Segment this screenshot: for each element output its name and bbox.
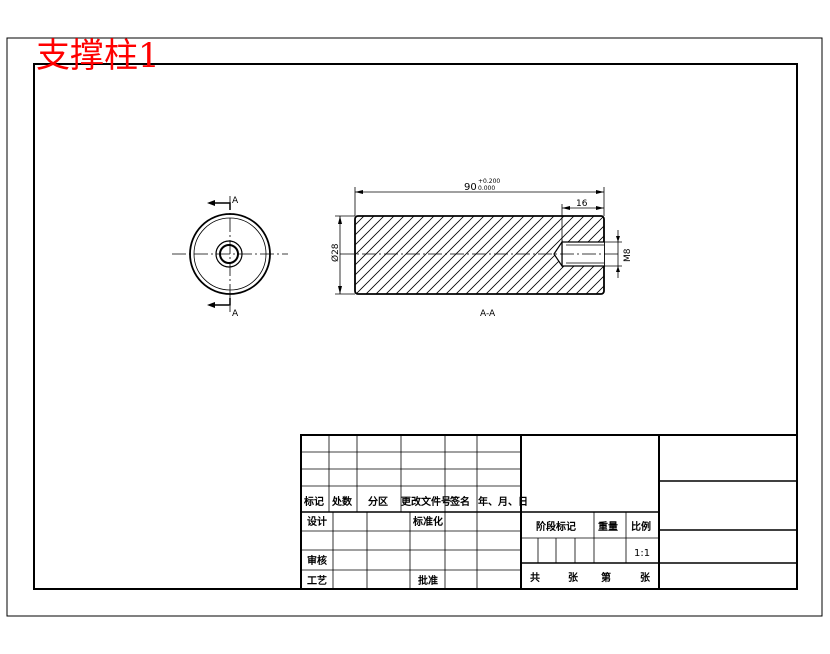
outer-border	[6, 37, 823, 617]
label-total: 共	[530, 571, 540, 584]
section-marker-bottom	[215, 298, 231, 306]
drawing-title: 支撑柱1	[36, 36, 160, 76]
hole-circle	[219, 244, 239, 264]
dia-arrow-top	[338, 216, 342, 224]
label-process: 工艺	[307, 574, 327, 587]
section-letter-top: A	[232, 196, 239, 206]
dia-arrow-bottom	[338, 286, 342, 294]
hole-arrow-left	[562, 206, 570, 210]
hdr-mark: 标记	[303, 495, 324, 508]
section-arrow-bottom	[207, 302, 215, 308]
thread-arrow-bottom	[616, 266, 620, 272]
inner-circle	[193, 217, 267, 291]
section-label: A-A	[480, 309, 496, 319]
section-marker-top	[215, 202, 231, 210]
label-stage-mark: 阶段标记	[536, 520, 576, 533]
section-view: 90 +0.200 0.000 16 Ø28 M8 A-A	[330, 178, 633, 319]
hdr-date: 年、月、日	[478, 495, 528, 508]
label-sheets: 张	[568, 571, 579, 584]
section-arrow-top	[207, 200, 215, 206]
dim-thread-text: M8	[623, 248, 633, 262]
title-block-text: 标记 处数 分区 更改文件号 签名 年、月、日 设计 标准化 审核 工艺 批准 …	[303, 495, 651, 587]
label-ratio: 比例	[631, 520, 651, 533]
outer-circle	[189, 213, 271, 295]
label-review: 审核	[307, 554, 327, 567]
label-approve: 批准	[418, 574, 438, 587]
dim-arrow-right	[596, 190, 604, 194]
dim-arrow-left	[355, 190, 363, 194]
hole-arrow-right	[596, 206, 604, 210]
hdr-count: 处数	[331, 495, 353, 508]
label-design: 设计	[307, 515, 327, 528]
dim-tol-upper: +0.200	[478, 178, 500, 185]
dim-diameter-text: Ø28	[330, 243, 341, 262]
hdr-sign: 签名	[449, 495, 470, 508]
hdr-change-doc: 更改文件号	[401, 495, 451, 508]
label-standardize: 标准化	[412, 515, 443, 528]
label-sheets-2: 张	[640, 571, 651, 584]
title-block	[300, 434, 798, 590]
inner-frame	[33, 63, 798, 590]
thread-arrow-top	[616, 236, 620, 242]
hole-thread-circle	[215, 240, 243, 268]
label-weight: 重量	[598, 520, 618, 533]
dim-tol-lower: 0.000	[478, 185, 495, 192]
section-letter-bottom: A	[232, 309, 239, 319]
end-view: A A	[172, 196, 288, 319]
dim-hole-depth-text: 16	[576, 199, 588, 209]
label-sheet-no: 第	[601, 571, 611, 584]
hdr-zone: 分区	[368, 495, 388, 508]
ratio-value: 1:1	[634, 548, 650, 559]
dim-length-text: 90	[464, 182, 477, 193]
